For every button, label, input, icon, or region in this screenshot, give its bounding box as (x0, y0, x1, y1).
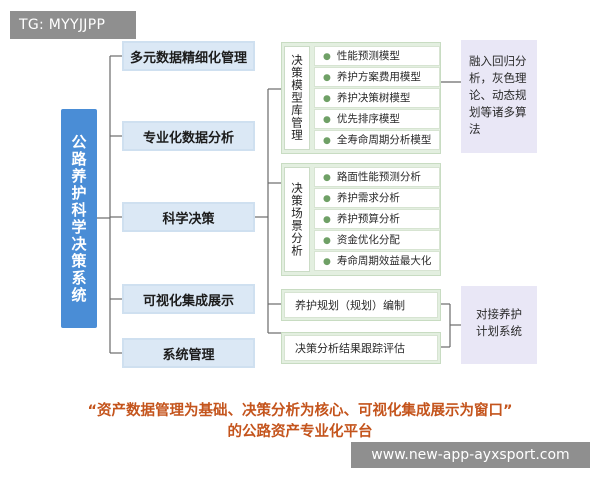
scenario-item: ●养护需求分析 (314, 188, 440, 208)
model-item: ●优先排序模型 (314, 109, 440, 129)
note-algorithms: 融入回归分析，灰色理论、动态规划等诸多算法 (461, 40, 537, 153)
node-system-management: 系统管理 (122, 338, 255, 368)
node-visual-display: 可视化集成展示 (122, 284, 255, 314)
group-model-label: 决策模型库管理 (284, 46, 310, 150)
model-item: ●性能预测模型 (314, 46, 440, 66)
caption-line-2: 的公路资产专业化平台 (227, 424, 373, 440)
watermark-bottom: www.new-app-ayxsport.com (351, 442, 590, 468)
scenario-item-label: 养护预算分析 (336, 213, 400, 225)
root-node: 公路养护科学决策系统 (61, 109, 97, 328)
scenario-item: ●养护预算分析 (314, 209, 440, 229)
model-item-label: 养护方案费用模型 (336, 71, 421, 83)
model-item-label: 性能预测模型 (336, 50, 400, 62)
model-item-label: 全寿命周期分析模型 (336, 134, 432, 146)
node-data-analysis: 专业化数据分析 (122, 121, 255, 151)
caption-line-1: “资产数据管理为基础、决策分析为核心、可视化集成展示为窗口” (87, 403, 513, 419)
group-scenario-label: 决策场景分析 (284, 167, 310, 272)
scenario-item-label: 寿命周期效益最大化 (336, 255, 432, 267)
model-item: ●养护方案费用模型 (314, 67, 440, 87)
watermark-top: TG: MYYJJPP (10, 11, 136, 39)
model-item: ●养护决策树模型 (314, 88, 440, 108)
note-plan-system: 对接养护计划系统 (461, 286, 537, 364)
model-item-label: 优先排序模型 (336, 113, 400, 125)
tracking-item: 决策分析结果跟踪评估 (284, 335, 438, 361)
scenario-item-label: 路面性能预测分析 (336, 171, 421, 183)
scenario-item: ●资金优化分配 (314, 230, 440, 250)
scenario-item-label: 资金优化分配 (336, 234, 400, 246)
node-data-management: 多元数据精细化管理 (122, 41, 255, 71)
scenario-item: ●寿命周期效益最大化 (314, 251, 440, 271)
scenario-item-label: 养护需求分析 (336, 192, 400, 204)
model-item-label: 养护决策树模型 (336, 92, 411, 104)
scenario-item: ●路面性能预测分析 (314, 167, 440, 187)
plan-item: 养护规划（规划）编制 (284, 292, 438, 318)
node-scientific-decision: 科学决策 (122, 202, 255, 232)
model-item: ●全寿命周期分析模型 (314, 130, 440, 150)
